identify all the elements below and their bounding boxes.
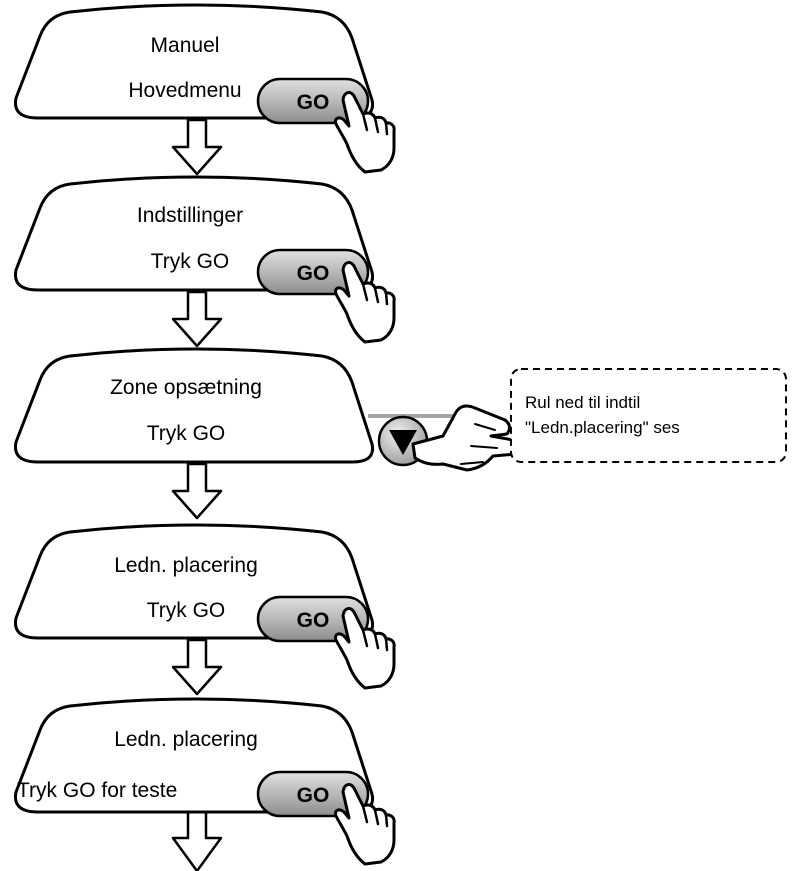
screen-line-1: Ledn. placering (114, 554, 258, 577)
screen-line-2: Hovedmenu (128, 79, 241, 102)
go-button[interactable]: GO (256, 248, 370, 296)
go-button-label: GO (297, 91, 330, 114)
go-button-body[interactable] (256, 77, 370, 125)
down-triangle-icon (389, 430, 417, 455)
screen-line-2: Tryk GO (147, 599, 226, 622)
down-arrow-icon (171, 290, 223, 348)
down-arrow-icon (171, 118, 223, 176)
note-line-2: "Ledn.placering" ses (525, 418, 680, 437)
go-button[interactable]: GO (256, 595, 370, 643)
screen-step-2: Indstillinger Tryk GO GO (13, 175, 396, 344)
go-button[interactable]: GO (256, 77, 370, 125)
screen-line-1: Manuel (151, 34, 220, 57)
go-button-body[interactable] (256, 248, 370, 296)
down-arrow-icon (171, 462, 223, 520)
down-arrow-icon (171, 810, 223, 871)
note-box (510, 368, 787, 463)
go-button-body[interactable] (256, 770, 370, 818)
screen-line-2: Tryk GO (151, 250, 230, 273)
go-button-label: GO (297, 784, 330, 807)
go-button-body[interactable] (256, 595, 370, 643)
down-arrow-icon (171, 638, 223, 696)
screen-step-3: Zone opsætning Tryk GO (13, 347, 375, 464)
go-button-label: GO (297, 609, 330, 632)
screen-line-1: Indstillinger (137, 204, 243, 227)
screen-line-1: Ledn. placering (114, 728, 258, 751)
screen-line-2: Tryk GO for teste (17, 779, 177, 802)
go-button-label: GO (297, 262, 330, 285)
go-button[interactable]: GO (256, 770, 370, 818)
screen-line-1: Zone opsætning (110, 376, 262, 399)
screen-line-2: Tryk GO (147, 422, 226, 445)
screen-step-1: Manuel Hovedmenu GO (13, 3, 396, 174)
screen-step-5: Ledn. placering Tryk GO for teste GO (13, 697, 396, 866)
screen-step-4: Ledn. placering Tryk GO GO (13, 523, 396, 690)
scroll-instruction: Rul ned til indtil "Ledn.placering" ses (368, 368, 787, 472)
screen-outline (13, 347, 375, 464)
note-line-1: Rul ned til indtil (525, 393, 640, 412)
